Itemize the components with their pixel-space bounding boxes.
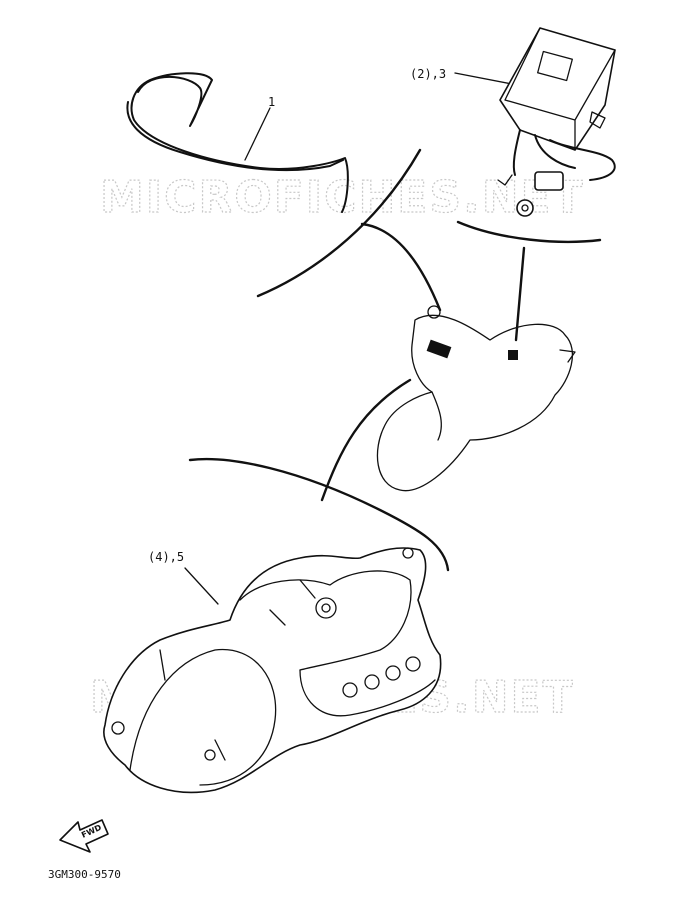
watermark-top: MICROFICHES.NET — [100, 172, 585, 223]
upper-left-bracket — [256, 148, 422, 298]
part-4-5-label: (4),5 — [148, 550, 184, 564]
forward-arrow-icon: FWD — [59, 819, 109, 853]
diagram-code: 3GM300-9570 — [48, 868, 121, 881]
part-4-5-leader — [184, 567, 219, 605]
part-1-label: 1 — [268, 95, 275, 109]
part-2-3-label: (2),3 — [410, 67, 446, 81]
motorcycle-front-outline — [376, 305, 576, 492]
upper-left-connector — [360, 222, 442, 312]
lower-connector — [320, 378, 412, 502]
upper-right-bracket — [456, 220, 602, 244]
lower-bracket — [188, 457, 450, 572]
part-4-5-meter-housing — [103, 547, 442, 794]
part-2-3-control-unit — [497, 27, 616, 217]
part-1-wire-band — [126, 72, 349, 213]
part-1-leader — [244, 107, 271, 161]
part-2-3-leader — [454, 72, 513, 85]
upper-right-connector — [514, 246, 526, 342]
